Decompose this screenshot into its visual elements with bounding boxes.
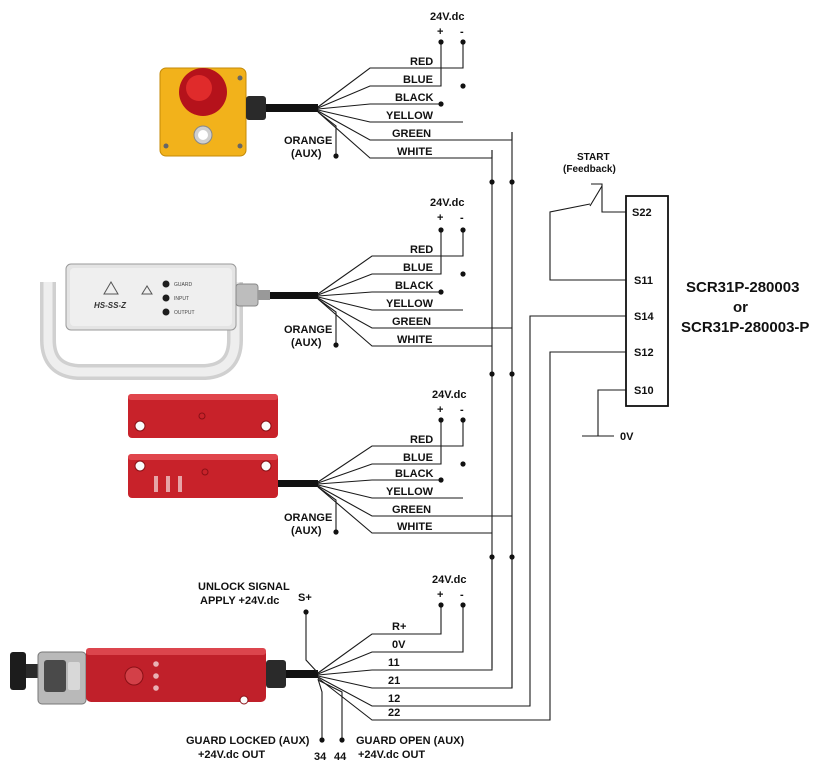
magnetic-switch-device — [128, 394, 318, 498]
wire-blue-3: BLUE — [403, 452, 433, 464]
supply-minus-2: - — [460, 212, 464, 224]
wire-black-1: BLACK — [395, 92, 434, 104]
start-label: START — [577, 152, 610, 163]
supply-plus-1: + — [437, 26, 443, 38]
feedback-label: (Feedback) — [563, 164, 616, 175]
noncontact-wiring — [317, 227, 512, 348]
terminal-44: 44 — [334, 751, 347, 763]
wire-white-3: WHITE — [397, 521, 432, 533]
guard-open-out-label: +24V.dc OUT — [358, 749, 425, 761]
wire-yellow-1: YELLOW — [386, 110, 434, 122]
supply-label-1: 24V.dc — [430, 11, 464, 23]
bus-lines — [489, 132, 515, 688]
wire-red-3: RED — [410, 434, 433, 446]
supply-label-2: 24V.dc — [430, 197, 464, 209]
supply-label-3: 24V.dc — [432, 389, 466, 401]
guard-locked-label: GUARD LOCKED (AUX) — [186, 735, 310, 747]
wire-0v: 0V — [392, 639, 406, 651]
safety-relay: S22 S11 S14 S12 S10 — [625, 195, 669, 407]
wire-red-2: RED — [410, 244, 433, 256]
s-plus-label: S+ — [298, 592, 312, 604]
wire-black-3: BLACK — [395, 468, 434, 480]
led-input: INPUT — [174, 296, 189, 302]
estop-wiring — [317, 39, 513, 159]
wire-12: 12 — [388, 693, 400, 705]
wire-blue-1: BLUE — [403, 74, 433, 86]
zero-volt-label: 0V — [620, 431, 634, 443]
guard-open-label: GUARD OPEN (AUX) — [356, 735, 465, 747]
wire-rplus: R+ — [392, 621, 406, 633]
relay-model-or: or — [733, 299, 748, 316]
supply-label-4: 24V.dc — [432, 574, 466, 586]
terminal-s12: S12 — [634, 347, 654, 359]
start-feedback-circuit — [549, 183, 626, 437]
wire-orange-3: ORANGE — [284, 512, 332, 524]
terminal-s11: S11 — [634, 275, 653, 287]
supply-minus-1: - — [460, 26, 464, 38]
wire-red-1: RED — [410, 56, 433, 68]
wire-green-1: GREEN — [392, 128, 431, 140]
interlock-device — [10, 648, 318, 705]
unlock-signal-label: UNLOCK SIGNAL — [198, 581, 290, 593]
terminal-s14: S14 — [634, 311, 654, 323]
supply-minus-3: - — [460, 404, 464, 416]
wire-green-3: GREEN — [392, 504, 431, 516]
wire-blue-2: BLUE — [403, 262, 433, 274]
interlock-wiring — [303, 315, 626, 743]
wire-aux-2: (AUX) — [291, 337, 322, 349]
terminal-s10: S10 — [634, 385, 654, 397]
wire-yellow-3: YELLOW — [386, 486, 434, 498]
noncontact-switch-device: HS-SS-Z GUARD INPUT OUTPUT — [40, 263, 318, 380]
wire-yellow-2: YELLOW — [386, 298, 434, 310]
unlock-apply-label: APPLY +24V.dc — [200, 595, 279, 607]
led-output: OUTPUT — [174, 310, 195, 316]
wire-21: 21 — [388, 675, 400, 687]
guard-locked-out-label: +24V.dc OUT — [198, 749, 265, 761]
estop-device — [159, 67, 318, 157]
wire-11: 11 — [388, 657, 400, 669]
wire-green-2: GREEN — [392, 316, 431, 328]
relay-model-2: SCR31P-280003-P — [681, 319, 809, 336]
device2-model-text: HS-SS-Z — [94, 301, 127, 310]
supply-plus-2: + — [437, 212, 443, 224]
wire-aux-1: (AUX) — [291, 148, 322, 160]
supply-plus-4: + — [437, 589, 443, 601]
wire-aux-3: (AUX) — [291, 525, 322, 537]
wire-orange-1: ORANGE — [284, 135, 332, 147]
wire-22: 22 — [388, 707, 400, 719]
wire-white-1: WHITE — [397, 146, 432, 158]
terminal-s22: S22 — [632, 207, 652, 219]
supply-minus-4: - — [460, 589, 464, 601]
wire-black-2: BLACK — [395, 280, 434, 292]
led-guard: GUARD — [174, 282, 192, 288]
supply-plus-3: + — [437, 404, 443, 416]
terminal-34: 34 — [314, 751, 327, 763]
wire-orange-2: ORANGE — [284, 324, 332, 336]
relay-model-1: SCR31P-280003 — [686, 279, 799, 296]
magnetic-wiring — [317, 417, 512, 535]
wire-white-2: WHITE — [397, 334, 432, 346]
